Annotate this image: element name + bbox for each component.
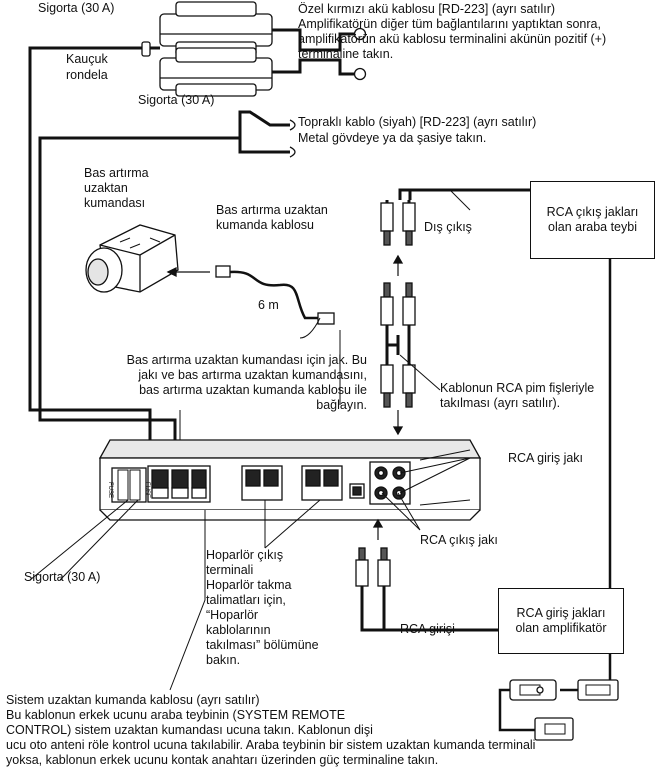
ground-line-2: Metal gövdeye ya da şasiye takın. [298,131,487,145]
leader-rca-in [399,457,471,494]
rca-plug-pair-top [380,200,416,246]
bass-cable-label-2: kumanda kablosu [216,218,314,232]
leader-fuse-bottom [29,499,139,581]
amplifier-drawing [98,439,482,521]
head-unit-line-2: olan araba teybi [548,220,637,234]
ground-line-1: Topraklı kablo (siyah) [RD-223] (ayrı sa… [298,115,537,129]
remote-cable-bass [229,270,320,320]
fuse-mid-label: Sigorta (30 A) [138,93,215,107]
speaker-line-1: Hoparlör çıkış [206,548,284,562]
jack-note-line-1: Bas artırma uzaktan kumandası için jak. … [126,353,367,367]
rca-input-label: RCA girişi [400,622,455,636]
system-remote-connector-female [577,679,619,701]
leader-speaker [264,499,321,549]
ground-cable [238,110,290,127]
amp-line-2: olan amplifikatör [515,621,607,635]
system-remote-connector-male [509,679,557,701]
system-remote-line-4: ucu oto anteni röle kontrol ucuna takıla… [6,738,536,752]
speaker-line-5: “Hoparlör [206,608,259,622]
rca-input-cable [360,586,498,632]
jack-note-line-3: bas artırma uzaktan kumanda kablosu ile [139,383,367,397]
bass-cable-label-1: Bas artırma uzaktan [216,203,328,217]
ground-lug-bottom [289,146,296,158]
red-cable-line-4: terminaline takın. [298,47,394,61]
fuse-marking-1: FUSE [107,482,113,499]
speaker-line-3: Hoparlör takma [206,578,292,592]
speaker-line-4: talimatları için, [206,593,286,607]
head-unit-line-1: RCA çıkış jakları [546,205,639,219]
bass-remote-label-3: kumandası [84,196,146,210]
bass-remote-label-2: uzaktan [84,181,128,195]
battery-cable-2 [272,58,354,76]
bass-remote-drawing [85,224,179,293]
battery-cable [272,28,354,52]
system-remote-line-5: yoksa, kablonun erkek ucunu kontak anaht… [6,753,439,767]
remote-branch [498,688,535,732]
rubber-washer-label-2: rondela [66,68,108,82]
system-remote-line-3: CONTROL) sistem uzaktan kumandası ucuna … [6,723,373,737]
cable-length-label: 6 m [258,298,279,312]
head-unit-box: RCA çıkış jakları olan araba teybi [530,181,655,259]
bass-remote-label-1: Bas artırma [84,166,149,180]
speaker-line-6: kablolarının [206,623,271,637]
amplifier-box: RCA giriş jakları olan amplifikatör [498,588,624,654]
fuse-top-label: Sigorta (30 A) [38,1,115,15]
amp-line-1: RCA giriş jakları [516,606,606,620]
remote-plug-bottom [317,312,335,325]
external-output-label: Dış çıkış [424,220,472,234]
speaker-line-2: terminali [206,563,254,577]
rubber-washer [141,41,151,57]
jack-note-line-4: bağlayın. [316,398,367,412]
ground-lug-top [289,119,296,131]
rubber-washer-label-1: Kauçuk [66,52,108,66]
fuse-bottom-label: Sigorta (30 A) [24,570,101,584]
leader-rca-pin [399,354,441,391]
speaker-line-7: takılması” bölümüne [206,638,319,652]
ground-lead [38,136,240,460]
ring-terminal-top [353,27,367,41]
leader-rca-out [381,492,421,531]
ground-cable-2 [238,112,290,154]
rca-input-jack-label: RCA giriş jakı [508,451,584,465]
rca-pin-line-2: takılması (ayrı satılır). [440,396,561,410]
power-cable [28,46,160,460]
fuse-marking-2: FUSE [144,482,150,499]
system-remote-line-2: Bu kablonun erkek ucunu araba teybinin (… [6,708,346,722]
rca-plug-pair-bottom [355,547,391,587]
rca-output-jack-label: RCA çıkış jakı [420,533,498,547]
speaker-line-8: bakın. [206,653,241,667]
red-cable-line-2: Amplifikatörün diğer tüm bağlantılarını … [298,17,601,31]
system-remote-line-1: Sistem uzaktan kumanda kablosu (ayrı sat… [6,693,260,707]
fuse-holder-bottom [159,47,273,97]
jack-note-line-2: jakı ve bas artırma uzaktan kumandasını, [138,368,367,382]
red-cable-line-3: amplifikatörün akü kablosu terminalini a… [298,32,607,46]
leader-system-remote [169,510,206,691]
leader-external [449,189,471,211]
rca-plug-pair-low [380,345,416,408]
rca-pin-line-1: Kablonun RCA pim fişleriyle [440,381,595,395]
rca-plug-pair-mid [380,282,416,347]
ring-terminal-bottom [353,67,367,81]
head-unit-cable [398,188,530,200]
remote-plug-top [215,265,231,278]
red-cable-line-1: Özel kırmızı akü kablosu [RD-223] (ayrı … [298,2,556,16]
